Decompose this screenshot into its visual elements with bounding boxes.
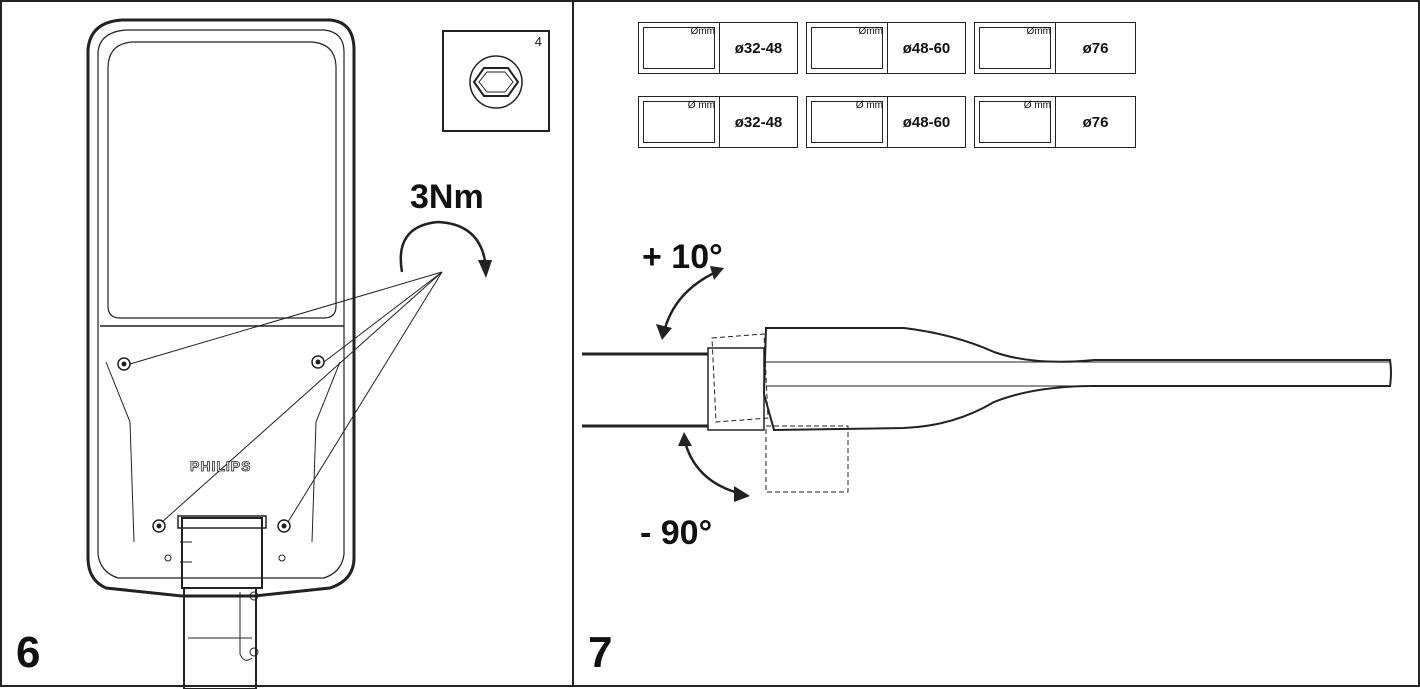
spec-post-top-1: Ø mm ø32-48 [638,96,798,148]
torque-label: 3Nm [410,178,484,216]
post-top-icon: Ø mm [639,97,720,147]
tilt-up-label: + 10° [642,238,723,276]
post-top-icon: Ø mm [975,97,1056,147]
tilt-down-label: - 90° [640,514,713,552]
step-7-panel: Ømm ø32-48 Ømm ø48-60 Ømm ø76 Ø mm ø32-4… [572,0,1420,687]
hex-tool-box: 4 [442,30,550,132]
spec-post-top-2: Ø mm ø48-60 [806,96,966,148]
step-number-6: 6 [16,628,41,677]
brand-logo: PHILIPS [190,458,252,475]
step-6-panel: 4 PHILIPS 3Nm 6 [0,0,574,689]
tilt-side-drawing [582,266,1392,502]
side-entry-icon: Ømm [807,23,888,73]
spec-post-top-3: Ø mm ø76 [974,96,1136,148]
post-top-icon: Ø mm [807,97,888,147]
spec-side-entry-1: Ømm ø32-48 [638,22,798,74]
spec-side-entry-2: Ømm ø48-60 [806,22,966,74]
step-number-7: 7 [588,628,613,677]
side-entry-icon: Ømm [975,23,1056,73]
spec-side-entry-3: Ømm ø76 [974,22,1136,74]
luminaire-back-drawing [86,18,523,689]
side-entry-icon: Ømm [639,23,720,73]
tool-size-label: 4 [534,34,542,49]
